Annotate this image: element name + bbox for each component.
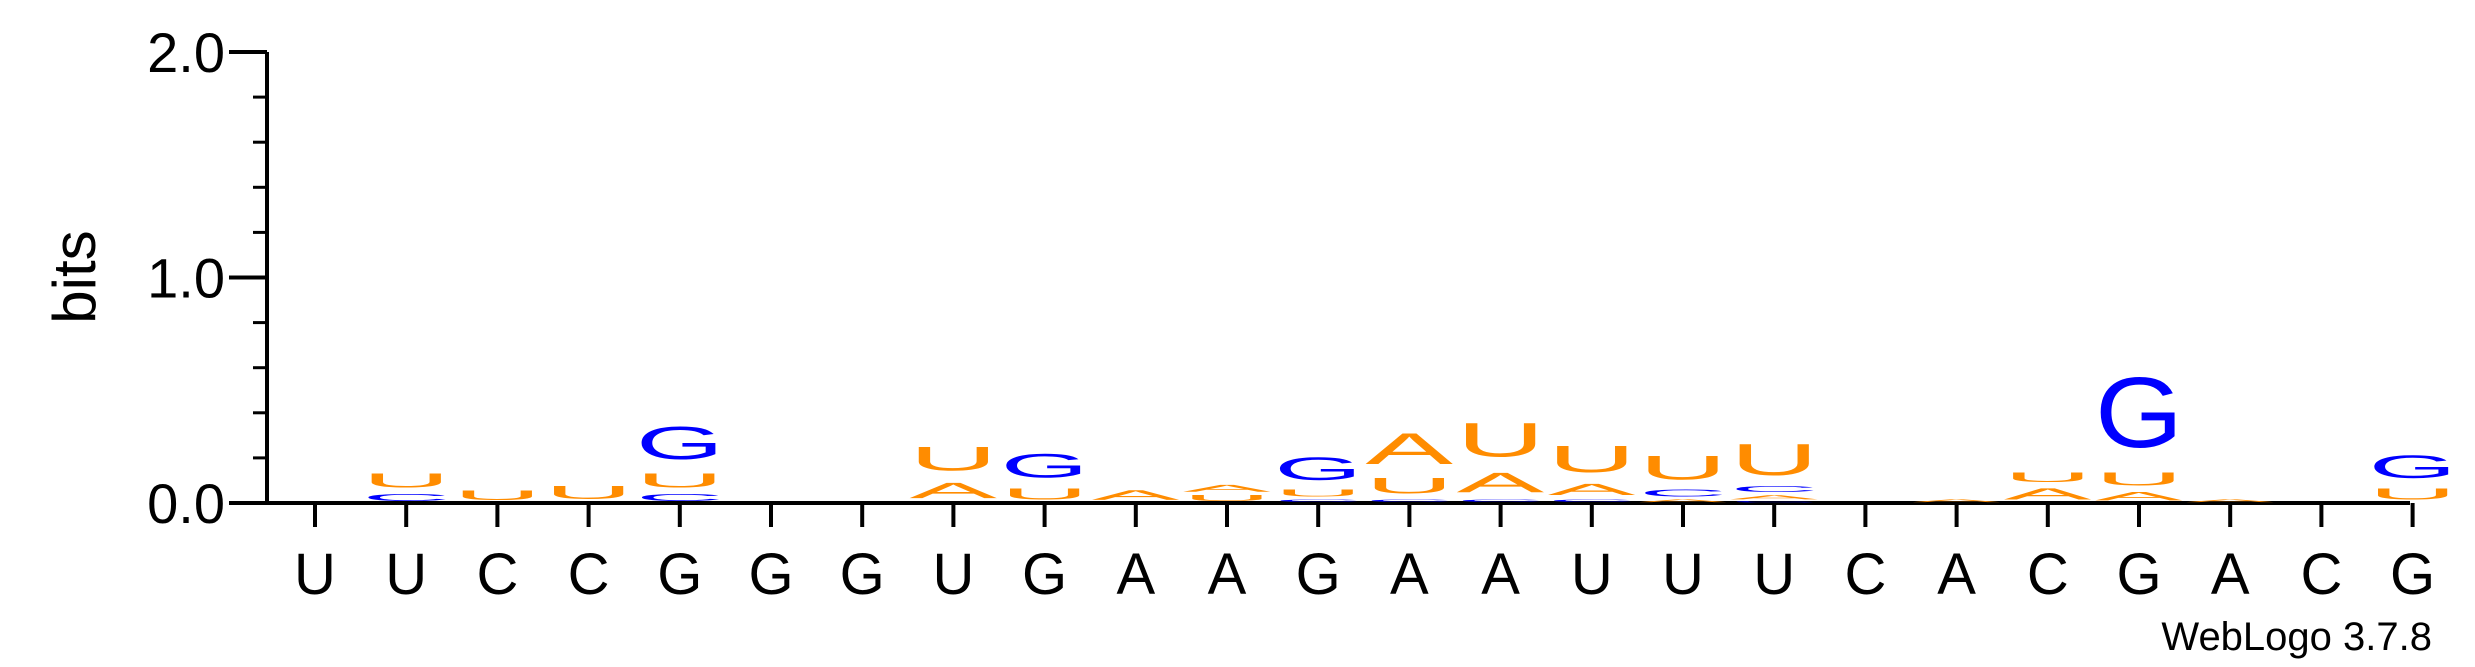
- x-tick-label: G: [1296, 542, 1341, 607]
- logo-letter: C: [1457, 499, 1545, 503]
- x-tick-label: G: [1022, 542, 1067, 607]
- x-tick-label: C: [476, 542, 518, 607]
- logo-letter: C: [636, 492, 724, 503]
- logo-letter: A: [1457, 467, 1545, 498]
- x-tick-label: C: [1844, 542, 1886, 607]
- x-tick-label: C: [2300, 542, 2342, 607]
- logo-letter: G: [636, 418, 724, 469]
- logo-letter: C: [1274, 499, 1362, 503]
- logo-letter: U: [1457, 412, 1545, 466]
- x-tick-label: U: [385, 542, 427, 607]
- axes: [265, 52, 2410, 505]
- logo-letter: U: [636, 469, 724, 492]
- logo-letter: C: [362, 492, 450, 503]
- logo-letter: A: [2004, 485, 2092, 503]
- weblogo-credit: WebLogo 3.7.8: [2161, 615, 2432, 659]
- x-tick-label: G: [2116, 542, 2161, 607]
- logo-letter: C: [1548, 499, 1636, 503]
- x-tick-label: U: [1753, 542, 1795, 607]
- y-tick-label: 1.0: [147, 247, 225, 310]
- x-tick-label: A: [1937, 542, 1976, 607]
- x-tick-label: A: [1390, 542, 1429, 607]
- y-axis-label: bits: [41, 230, 108, 323]
- logo-letter: U: [1365, 474, 1453, 499]
- logo-letter: A: [1730, 494, 1818, 501]
- x-tick-label: C: [2027, 542, 2069, 607]
- x-tick-label: A: [1116, 542, 1155, 607]
- logo-letter: G: [2095, 356, 2183, 469]
- logo-letter: G: [1274, 451, 1362, 487]
- logo-letter: U: [2095, 469, 2183, 489]
- logo-letter: U: [1001, 485, 1089, 503]
- logo-letter: U: [909, 440, 997, 478]
- logo-letter: G: [2369, 449, 2457, 485]
- logo-letter: U: [1639, 449, 1727, 487]
- logo-letter: A: [2186, 498, 2274, 503]
- x-ticks: [313, 503, 2415, 527]
- logo-letter: U: [2004, 469, 2092, 485]
- logo-letter: C: [1639, 487, 1727, 498]
- logo-letter: A: [2095, 489, 2184, 502]
- logo-letter: A: [1365, 424, 1453, 474]
- x-tick-label: G: [2390, 542, 2435, 607]
- x-tick-label: U: [932, 542, 974, 607]
- logo-letter: U: [545, 483, 633, 503]
- y-minor-ticks: [253, 50, 267, 460]
- x-tick-label: G: [748, 542, 793, 607]
- logo-letter: C: [1730, 501, 1818, 503]
- logo-letter: A: [1183, 483, 1271, 494]
- logo-letter: U: [453, 487, 541, 503]
- x-tick-label: G: [840, 542, 885, 607]
- logo-letter: A: [1913, 498, 2001, 503]
- logo-letter: U: [1730, 436, 1818, 485]
- logo-letter: G: [1001, 446, 1089, 485]
- x-tick-label: U: [294, 542, 336, 607]
- logo-letter: A: [1639, 498, 1727, 503]
- x-tick-label: C: [568, 542, 610, 607]
- logo-letter: A: [1092, 487, 1181, 503]
- x-tick-label: A: [1481, 542, 1520, 607]
- x-tick-label: G: [657, 542, 702, 607]
- logo-letter: U: [2369, 485, 2457, 503]
- logo-letter: U: [1183, 494, 1271, 503]
- y-tick-label: 0.0: [147, 472, 225, 535]
- logo-letter: C: [1730, 485, 1818, 494]
- y-ticks: 0.0 1.0 2.0: [147, 21, 267, 535]
- logo-letter: U: [1274, 487, 1362, 498]
- logo-letter: C: [1365, 499, 1453, 503]
- x-tick-label: U: [1571, 542, 1613, 607]
- x-tick-label: U: [1662, 542, 1704, 607]
- logo-letter: A: [909, 478, 997, 503]
- x-tick-label: A: [1208, 542, 1247, 607]
- y-tick-label: 2.0: [147, 21, 225, 84]
- logo-letter: U: [1548, 438, 1636, 481]
- logo-letter: U: [362, 469, 450, 492]
- x-tick-label: A: [2211, 542, 2250, 607]
- logo-letter: A: [1548, 480, 1636, 498]
